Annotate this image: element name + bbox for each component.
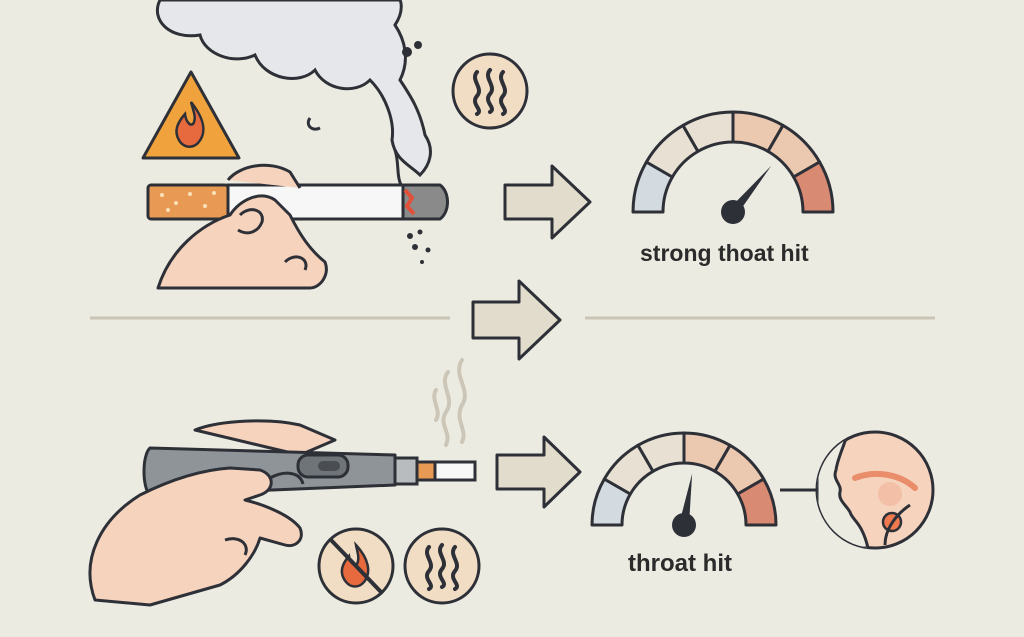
gauge-segment (736, 477, 778, 527)
hand-top (156, 163, 328, 290)
gauge-segment (792, 160, 835, 214)
gauge-throat (590, 431, 778, 537)
label-strong-throat-hit: strong thoat hit (640, 240, 809, 266)
no-fire-icon (317, 527, 395, 605)
cigarette (146, 183, 449, 264)
throat-profile-icon (815, 430, 935, 550)
arrow-top (503, 164, 592, 240)
gauge-hub (672, 513, 696, 537)
gauge-needle (679, 473, 693, 526)
heat-waves-icon (403, 527, 481, 605)
vapor-wisps (432, 358, 467, 447)
gauge-hub (721, 200, 745, 224)
arrow-middle (471, 279, 562, 361)
hand-bottom-back (193, 419, 337, 457)
arrow-bottom (495, 435, 582, 509)
label-throat-hit: throat hit (628, 550, 732, 577)
warning-fire-icon (141, 70, 241, 160)
hand-bottom (88, 466, 305, 607)
gauge-strong (631, 110, 835, 224)
heat-waves-icon (451, 52, 529, 130)
